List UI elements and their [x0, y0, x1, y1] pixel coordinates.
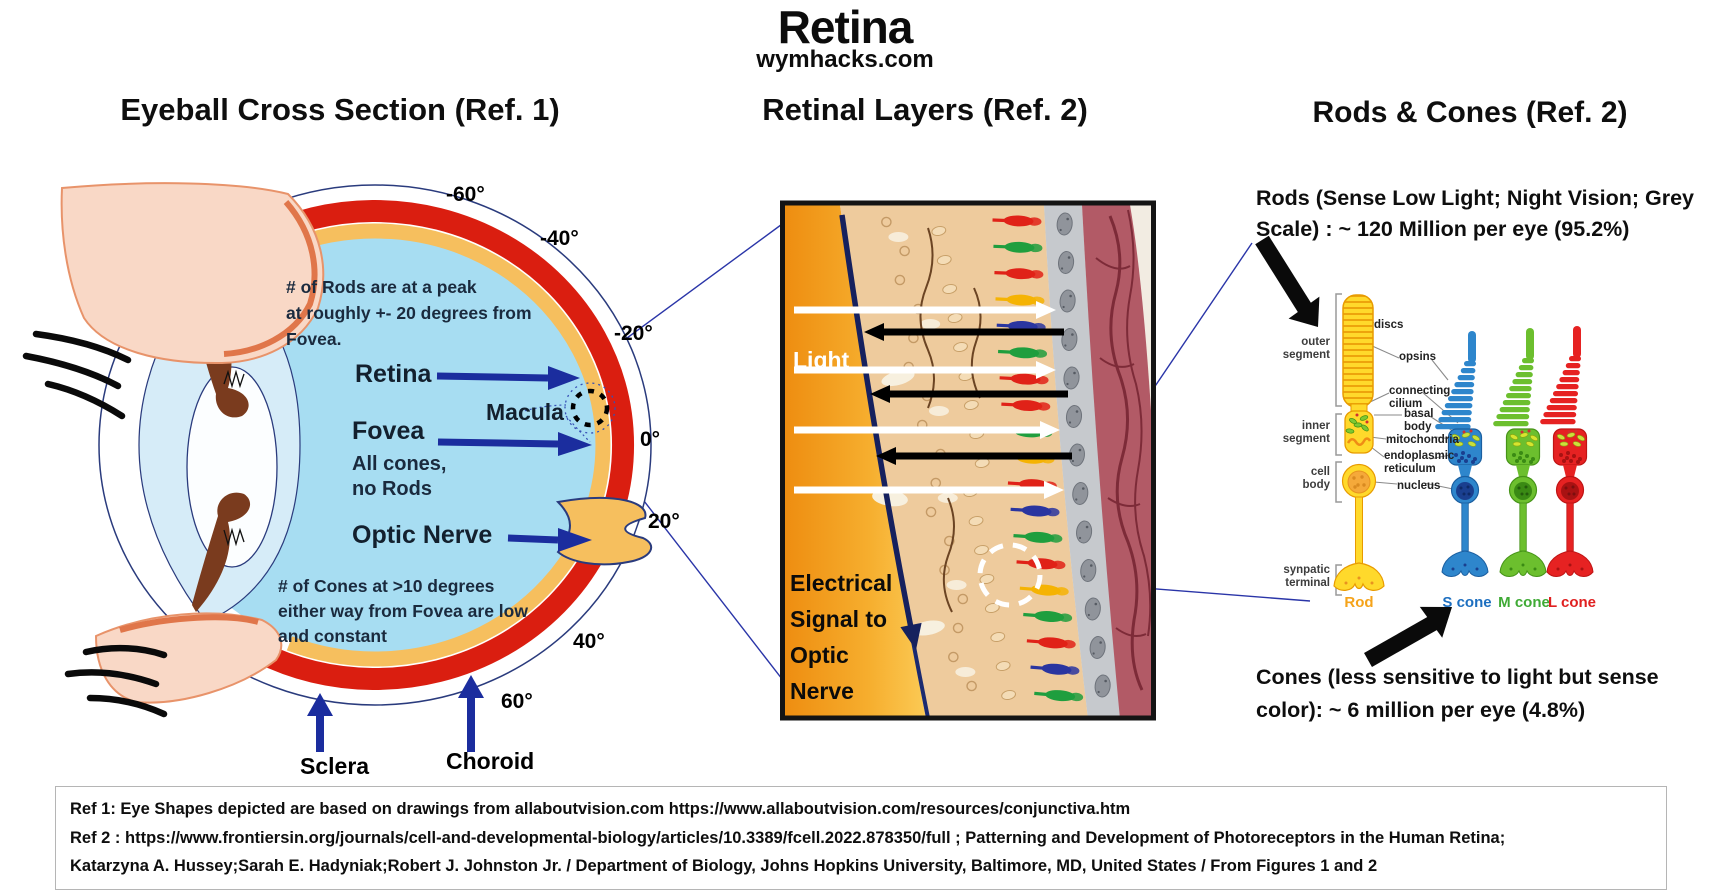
page-title: Retina — [777, 1, 914, 53]
electrical-signal-label: Electrical Signal to Optic Nerve — [790, 570, 893, 704]
light-arrows — [794, 301, 1072, 499]
degree-minus40: -40° — [540, 227, 579, 250]
rpe-cells — [1056, 212, 1111, 698]
sclera-red-layer — [253, 200, 635, 690]
eyelashes-top — [22, 330, 132, 420]
fovea-label: Fovea — [352, 417, 425, 445]
retinal-layers-illustration — [780, 200, 1156, 721]
synaptic-terminal-label: synpatic terminal — [1283, 564, 1330, 589]
degree-minus60: -60° — [446, 183, 485, 206]
macula-label: Macula — [486, 399, 564, 425]
photoreceptor-cells-illustration — [1255, 235, 1594, 667]
rods-peak-note: # of Rods are at a peak at roughly +- 20… — [286, 277, 532, 349]
cone-cells — [1441, 428, 1594, 577]
degree-plus60: 60° — [501, 690, 533, 713]
degree-zero: 0° — [640, 428, 661, 451]
eyeball-illustration — [22, 182, 653, 752]
retina-arrow — [436, 372, 549, 382]
cells-panel-heading: Rods & Cones (Ref. 2) — [1312, 96, 1628, 129]
sclera-label: Sclera — [300, 753, 370, 779]
m-cone-name-label: M cone — [1498, 594, 1550, 611]
rods-pointer-arrow — [1255, 235, 1313, 315]
inner-segment-label: inner segment — [1282, 420, 1330, 445]
cell-body-label: cell body — [1302, 466, 1330, 491]
layers-panel-heading: Retinal Layers (Ref. 2) — [762, 92, 1088, 127]
eyeball-arrows — [307, 366, 592, 752]
cones-count-note: Cones (less sensitive to light but sense… — [1256, 665, 1659, 722]
macula-dashes — [570, 388, 610, 428]
macula-dotted-ring — [564, 382, 616, 434]
zoom-highlight-circle — [977, 542, 1043, 608]
degree-plus20: 20° — [648, 510, 680, 533]
site-name: wymhacks.com — [756, 46, 934, 73]
reference-3: Katarzyna A. Hussey;Sarah E. Hadyniak;Ro… — [70, 857, 1378, 875]
connector-eye-to-layers-top — [607, 218, 790, 353]
degree-minus20: -20° — [614, 322, 653, 345]
cones-constant-note: # of Cones at >10 degrees either way fro… — [278, 576, 528, 646]
outer-segment-bracket — [1335, 293, 1342, 407]
signal-arrows — [864, 323, 1072, 465]
zonule-fibers-top — [223, 369, 245, 389]
opsins-label: opsins — [1399, 351, 1437, 363]
fovea-arrow — [437, 438, 559, 448]
eyelid-top — [60, 182, 325, 365]
s-cone-name-label: S cone — [1442, 594, 1492, 611]
zonule-fibers-bottom — [223, 527, 245, 547]
iris-lower — [192, 492, 251, 612]
reference-2: Ref 2 : https://www.frontiersin.org/jour… — [70, 828, 1506, 847]
retina-yellow-layer — [286, 223, 611, 667]
reference-1: Ref 1: Eye Shapes depicted are based on … — [70, 800, 1131, 818]
big-black-arrows — [1255, 235, 1452, 667]
degree-plus40: 40° — [573, 630, 605, 653]
optic-nerve-label: Optic Nerve — [352, 521, 493, 549]
eyelids — [22, 182, 325, 718]
optic-nerve-arrow — [507, 534, 559, 544]
eyelashes-bottom — [64, 644, 168, 718]
inner-segment-bracket — [1335, 413, 1342, 456]
brackets — [1335, 293, 1342, 596]
rod-nucleus — [1347, 470, 1371, 494]
vitreous-gradient — [784, 205, 926, 719]
cone-outer-segments — [1435, 326, 1581, 430]
cell-body-bracket — [1335, 461, 1342, 503]
inner-retina-fibers — [919, 227, 982, 613]
rod-cell — [1333, 294, 1385, 591]
l-cone-name-label: L cone — [1547, 594, 1597, 611]
layers-frame — [780, 200, 1156, 721]
inner-retina-cells — [881, 216, 1017, 701]
rod-name-label: Rod — [1344, 594, 1374, 611]
references-box: Ref 1: Eye Shapes depicted are based on … — [55, 786, 1667, 890]
basal-body-label: basal body — [1404, 408, 1434, 433]
cones-pointer-arrow — [1364, 616, 1437, 667]
light-label: Light — [793, 347, 850, 373]
fovea-sub-label: All cones, no Rods — [352, 453, 447, 500]
eyeball-panel-heading: Eyeball Cross Section (Ref. 1) — [120, 92, 560, 127]
outer-segment-label: outer segment — [1282, 336, 1330, 361]
lens — [186, 366, 278, 568]
choroid-vessels — [1095, 209, 1152, 691]
rods-count-note: Rods (Sense Low Light; Night Vision; Gre… — [1256, 186, 1694, 241]
connector-eye-to-layers-bottom — [619, 469, 790, 689]
nucleus-label: nucleus — [1397, 480, 1441, 492]
connecting-cilium-label: connecting cilium — [1389, 385, 1451, 410]
signal-arrowhead — [900, 622, 922, 650]
retina-label: Retina — [355, 360, 432, 388]
discs-label: discs — [1374, 319, 1404, 331]
choroid-label: Choroid — [446, 748, 535, 774]
optic-nerve-head — [555, 496, 653, 566]
endoplasmic-reticulum-label: endoplasmic reticulum — [1384, 450, 1455, 475]
mitochondria-label: mitochondria — [1386, 434, 1459, 446]
